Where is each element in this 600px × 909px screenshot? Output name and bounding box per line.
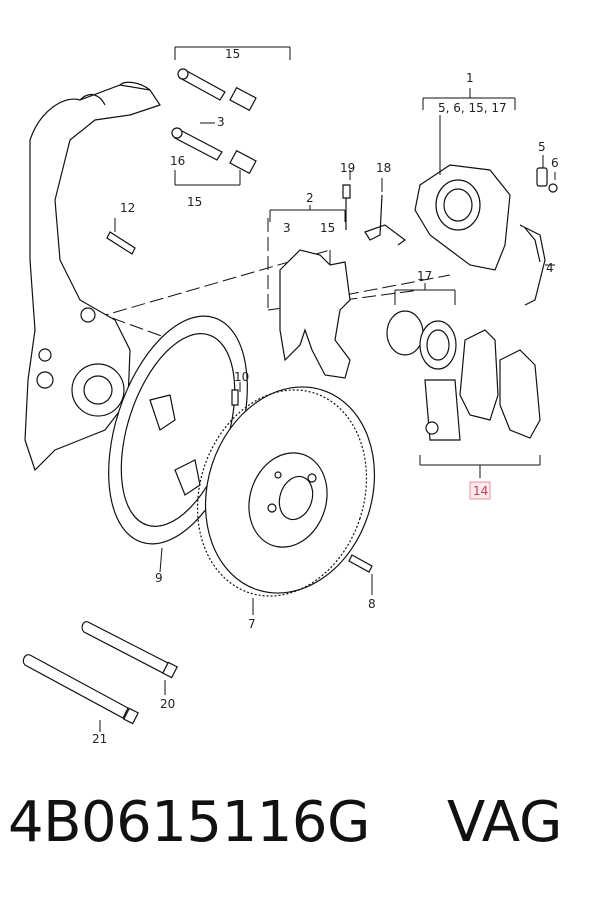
callout-15-top: 15	[225, 47, 240, 61]
callout-20: 20	[160, 697, 175, 711]
callout-7: 7	[248, 617, 256, 631]
callout-17: 17	[417, 269, 432, 283]
grease-tubes	[22, 621, 178, 725]
bolt-12	[106, 231, 136, 255]
caliper-carrier	[279, 249, 351, 379]
callout-6: 6	[551, 156, 559, 170]
piston-seals	[386, 310, 457, 370]
callout-2-sub-3: 3	[283, 221, 291, 235]
callout-16: 16	[170, 154, 185, 168]
callout-14-highlight	[469, 481, 491, 500]
bleeder-valve	[536, 167, 558, 193]
callout-8: 8	[368, 597, 376, 611]
callout-21: 21	[92, 732, 107, 746]
caliper-housing	[414, 164, 511, 271]
callout-5: 5	[538, 140, 546, 154]
callout-15-mid: 15	[187, 195, 202, 209]
footer: 4B0615116G VAG	[0, 790, 600, 890]
bolt-10	[231, 389, 239, 406]
brand-name: VAG	[447, 790, 563, 855]
callout-19: 19	[340, 161, 355, 175]
part-number: 4B0615116G	[8, 790, 370, 855]
brake-pads	[424, 329, 541, 441]
callout-1: 1	[466, 71, 474, 85]
callout-2-sub-15: 15	[320, 221, 335, 235]
callout-4: 4	[546, 261, 554, 275]
callout-9: 9	[155, 571, 163, 585]
steering-knuckle	[24, 81, 161, 472]
callout-3: 3	[217, 115, 225, 129]
spring-clip	[519, 224, 546, 306]
callout-12: 12	[120, 201, 135, 215]
brake-disc	[196, 386, 376, 597]
callout-10: 10	[234, 370, 249, 384]
bolts-and-spring	[342, 184, 407, 246]
callout-18: 18	[376, 161, 391, 175]
callout-14: 14	[473, 484, 488, 498]
exploded-brake-diagram: 15 3 16 15 12 1 5, 6, 15, 17 19 18 2 3 1…	[22, 46, 559, 746]
guide-pins	[171, 68, 257, 175]
callout-1-subparts: 5, 6, 15, 17	[438, 101, 507, 115]
callout-2: 2	[306, 191, 314, 205]
screw-8	[348, 554, 373, 573]
leader-lines	[99, 46, 556, 732]
